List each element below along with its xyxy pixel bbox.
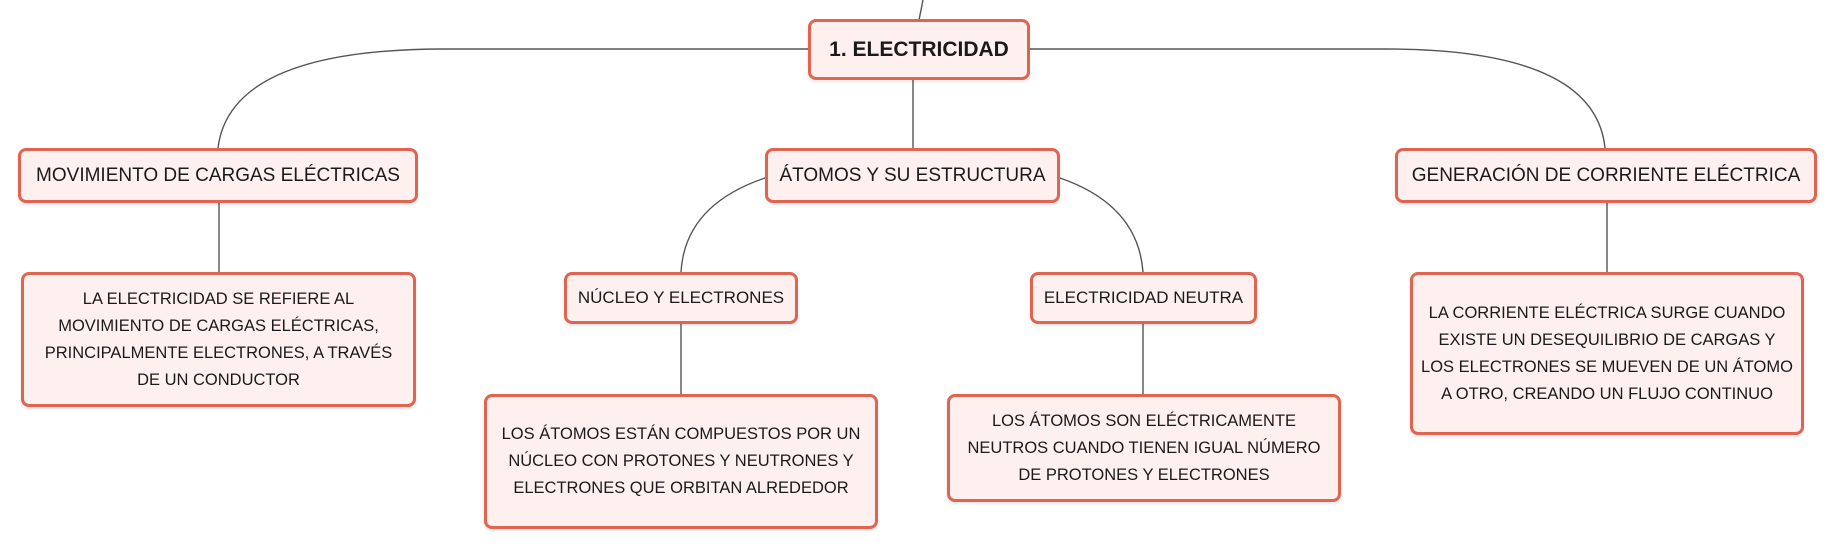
detail-text: LA ELECTRICIDAD SE REFIERE AL MOVIMIENTO… [44, 289, 393, 389]
branch-label: ÁTOMOS Y SU ESTRUCTURA [779, 164, 1046, 186]
connector-root-generacion [1030, 48, 1606, 149]
detail-text: LOS ÁTOMOS ESTÁN COMPUESTOS POR UN NÚCLE… [501, 425, 861, 497]
detail-text: LOS ÁTOMOS SON ELÉCTRICAMENTE NEUTROS CU… [967, 411, 1321, 484]
detail-node-generacion[interactable]: LA CORRIENTE ELÉCTRICA SURGE CUANDO EXIS… [1410, 272, 1804, 435]
branch-label: MOVIMIENTO DE CARGAS ELÉCTRICAS [36, 164, 400, 186]
detail-text: LA CORRIENTE ELÉCTRICA SURGE CUANDO EXIS… [1421, 303, 1793, 403]
subbranch-label: NÚCLEO Y ELECTRONES [577, 288, 785, 307]
connector-root-movimiento [217, 48, 808, 149]
connector-atomos-neutra [1059, 177, 1144, 273]
branch-node-generacion[interactable]: GENERACIÓN DE CORRIENTE ELÉCTRICA [1395, 148, 1817, 203]
subbranch-label: ELECTRICIDAD NEUTRA [1043, 288, 1244, 307]
detail-node-movimiento[interactable]: LA ELECTRICIDAD SE REFIERE AL MOVIMIENTO… [21, 272, 416, 407]
detail-node-nucleo[interactable]: LOS ÁTOMOS ESTÁN COMPUESTOS POR UN NÚCLE… [484, 394, 878, 529]
branch-label: GENERACIÓN DE CORRIENTE ELÉCTRICA [1411, 164, 1801, 186]
root-label: 1. ELECTRICIDAD [829, 37, 1009, 61]
detail-node-neutra[interactable]: LOS ÁTOMOS SON ELÉCTRICAMENTE NEUTROS CU… [947, 394, 1341, 502]
connector-atomos-nucleo [680, 177, 766, 273]
subbranch-node-neutra[interactable]: ELECTRICIDAD NEUTRA [1030, 272, 1257, 324]
branch-node-movimiento[interactable]: MOVIMIENTO DE CARGAS ELÉCTRICAS [18, 148, 418, 203]
connector-root-parent [918, 0, 924, 21]
subbranch-node-nucleo[interactable]: NÚCLEO Y ELECTRONES [564, 272, 798, 324]
root-node[interactable]: 1. ELECTRICIDAD [808, 19, 1030, 80]
branch-node-atomos[interactable]: ÁTOMOS Y SU ESTRUCTURA [765, 148, 1060, 203]
